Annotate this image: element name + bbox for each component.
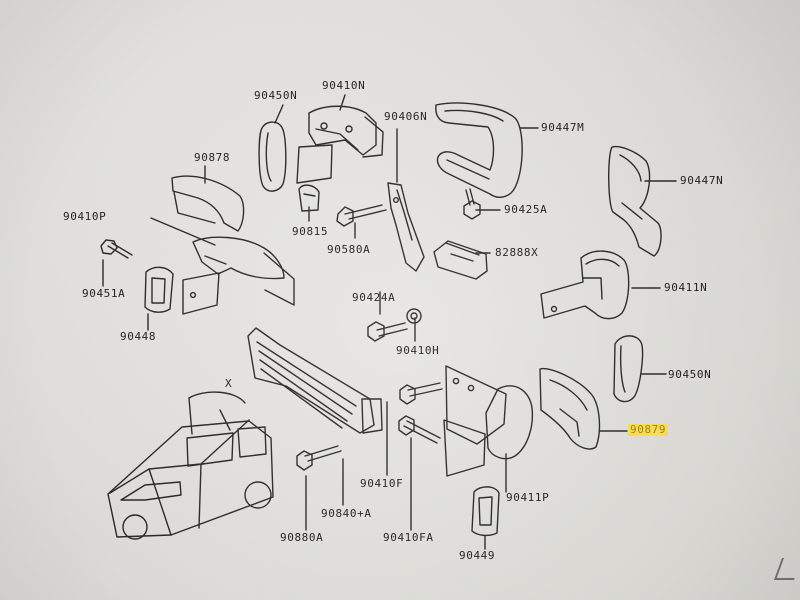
label-90425A: 90425A (504, 203, 548, 216)
part-90410N-top (296, 105, 384, 184)
part-90880A (296, 445, 342, 471)
label-90448: 90448 (120, 330, 157, 343)
label-90879: 90879 (628, 423, 669, 436)
part-90451A (100, 239, 133, 259)
label-90447N: 90447N (680, 174, 724, 187)
part-90878 (171, 175, 245, 232)
part-90840A (247, 327, 383, 434)
part-90447N (608, 145, 662, 257)
label-90411P: 90411P (506, 491, 550, 504)
label-90410F: 90410F (360, 477, 404, 490)
part-90410P (182, 236, 295, 315)
label-90450N-top: 90450N (254, 89, 298, 102)
label-90410N-top: 90410N (322, 79, 366, 92)
part-82888X (433, 240, 488, 280)
part-90448 (144, 266, 174, 313)
label-90411N: 90411N (664, 281, 708, 294)
part-90879 (539, 367, 601, 450)
label-90447M: 90447M (541, 121, 585, 134)
part-90425A (463, 188, 481, 220)
label-90580A: 90580A (327, 243, 371, 256)
van-illustration (107, 391, 274, 540)
label-90449: 90449 (459, 549, 496, 562)
part-90411N (540, 250, 630, 320)
part-90447M (435, 102, 523, 198)
label-90880A: 90880A (280, 531, 324, 544)
leader-90450N-top (274, 104, 284, 124)
label-90410FA: 90410FA (383, 531, 434, 544)
label-X: X (225, 377, 233, 390)
part-90406N (387, 182, 425, 272)
label-90451A: 90451A (82, 287, 126, 300)
part-90450N-top (258, 121, 287, 192)
part-90424A (367, 321, 408, 342)
part-90410F (443, 365, 534, 477)
label-90410H: 90410H (396, 344, 440, 357)
part-90449 (471, 486, 500, 537)
part-90815 (298, 184, 320, 212)
leader-90410N-top (339, 94, 346, 111)
label-90815: 90815 (292, 225, 329, 238)
label-82888X: 82888X (495, 246, 539, 259)
label-90450N-right: 90450N (668, 368, 712, 381)
part-90410F-bolt (399, 382, 443, 405)
part-90580A (336, 204, 387, 227)
part-90410H (406, 308, 422, 324)
part-90410FA (398, 415, 441, 444)
part-90450N-right (613, 335, 644, 403)
label-90424A: 90424A (352, 291, 396, 304)
leader-90410P (150, 217, 216, 246)
label-90878: 90878 (194, 151, 231, 164)
label-90840A: 90840+A (321, 507, 372, 520)
label-90406N: 90406N (384, 110, 428, 123)
label-90410P: 90410P (63, 210, 107, 223)
